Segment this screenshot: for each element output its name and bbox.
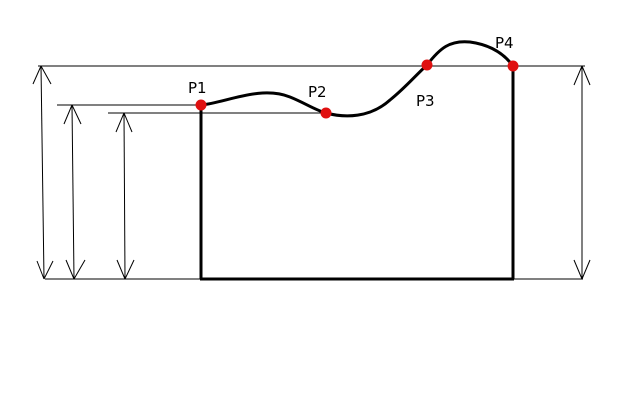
point-p4: [507, 60, 519, 72]
dimension-arrow-p2-height: [115, 112, 135, 280]
profile-curve: [199, 40, 515, 118]
dimension-arrow-p1-height: [63, 104, 86, 280]
label-p3: P3: [416, 92, 435, 110]
label-p1: P1: [188, 79, 207, 97]
dimension-arrow-top-height: [32, 65, 54, 280]
point-p3: [421, 59, 433, 71]
point-p1: [195, 99, 207, 111]
dimension-arrow-p4-height: [573, 65, 591, 280]
point-p2: [320, 107, 332, 119]
label-p4: P4: [495, 34, 514, 52]
label-p2: P2: [308, 83, 327, 101]
